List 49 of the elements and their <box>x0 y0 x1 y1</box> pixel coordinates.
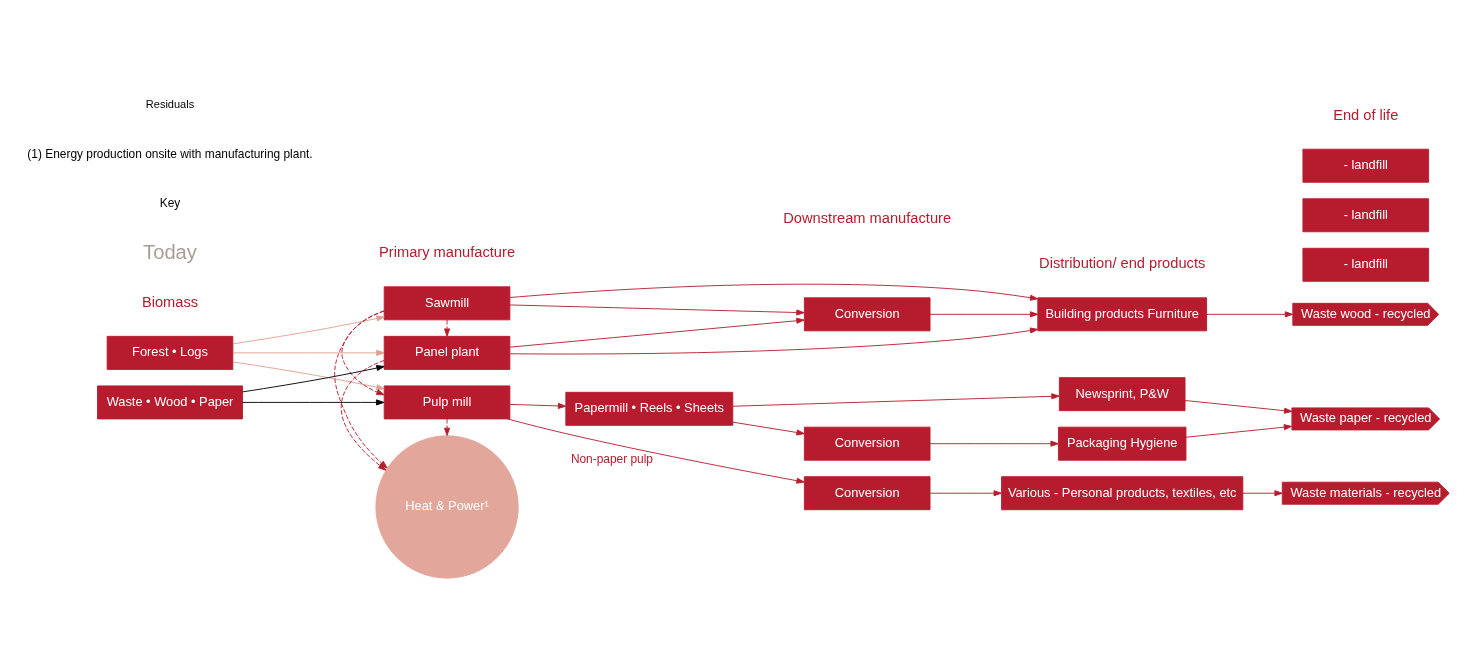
arrow <box>444 418 451 436</box>
arrow <box>341 310 385 396</box>
node-box: Forest • Logs <box>106 335 234 370</box>
arrow <box>232 315 385 345</box>
label: Primary manufacture <box>379 244 516 261</box>
arrow <box>1242 490 1283 497</box>
label: Downstream manufacture <box>783 210 952 227</box>
arrow <box>509 317 805 348</box>
node-box: Panel plant <box>383 335 511 370</box>
node-box: - landfill <box>1302 247 1430 282</box>
arrow <box>509 327 1039 355</box>
label: End of life <box>1333 106 1399 123</box>
node-box: Newsprint, P&W <box>1058 377 1186 412</box>
legend-label: Residuals <box>145 98 195 111</box>
arrow <box>232 349 385 356</box>
node-box: Waste • Wood • Paper <box>97 385 243 420</box>
arrow <box>1206 311 1294 318</box>
node-box: Various - Personal products, textiles, etc <box>1001 476 1244 511</box>
arrow <box>929 440 1059 447</box>
arrow <box>242 365 385 393</box>
arrow <box>232 361 385 391</box>
label: Distribution/ end products <box>1039 255 1206 272</box>
arrow <box>509 402 567 409</box>
arrow <box>1184 400 1293 414</box>
node-box: Papermill • Reels • Sheets <box>565 391 734 426</box>
node-box: Conversion <box>803 426 931 461</box>
label: Today <box>143 240 197 263</box>
arrow <box>929 490 1002 497</box>
label: Key <box>159 196 181 211</box>
arrow <box>1185 424 1293 438</box>
label: (1) Energy production onsite with manufacturing plant. <box>27 146 313 161</box>
label: Biomass <box>141 293 199 310</box>
arrow <box>732 421 805 436</box>
node-box: Building products Furniture <box>1037 297 1208 332</box>
arrow <box>509 283 1039 301</box>
arrow <box>929 311 1039 318</box>
arrow <box>509 304 805 316</box>
node-box: - landfill <box>1302 198 1430 233</box>
node-box: Pulp mill <box>383 385 511 420</box>
node-box: Sawmill <box>383 286 511 321</box>
edge-label: Non-paper pulp <box>570 451 653 466</box>
node-box: Conversion <box>803 297 931 332</box>
node-box: - landfill <box>1302 148 1430 183</box>
node-box: Packaging Hygiene <box>1058 426 1187 461</box>
arrow <box>732 393 1060 407</box>
arrow <box>242 399 385 406</box>
node-box: Conversion <box>803 476 931 511</box>
arrow <box>507 418 805 484</box>
arrow <box>444 319 451 337</box>
